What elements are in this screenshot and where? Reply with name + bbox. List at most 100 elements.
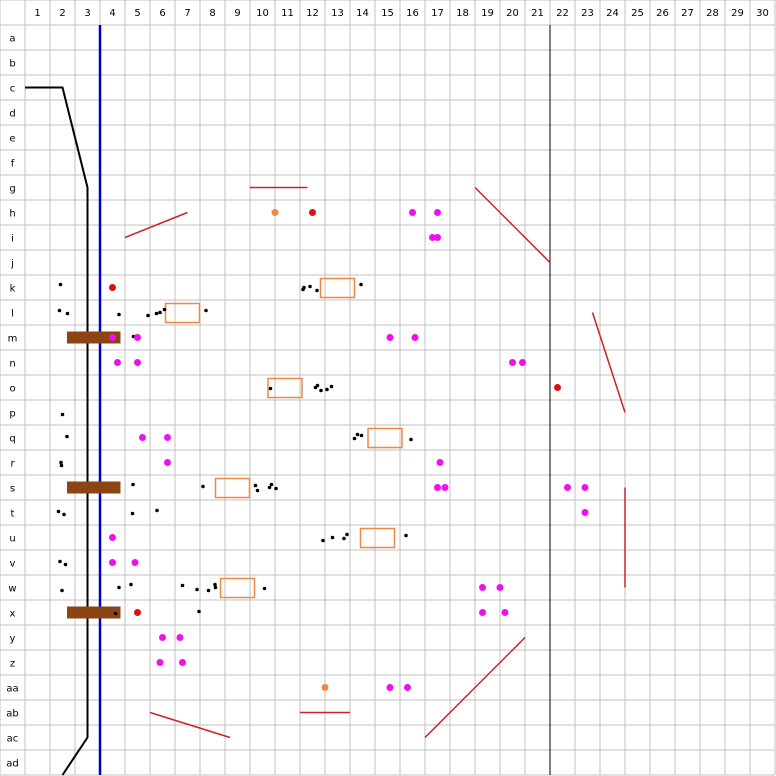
magenta-dot — [114, 359, 121, 366]
row-label: e — [9, 134, 15, 145]
black-dot — [308, 284, 312, 289]
column-label: 2 — [59, 8, 65, 19]
column-label: 24 — [606, 8, 619, 19]
magenta-dot — [479, 584, 486, 591]
red-line — [124, 211, 188, 239]
black-dot — [267, 485, 272, 490]
magenta-dot — [176, 634, 184, 641]
column-label: 1 — [34, 8, 40, 19]
black-dot — [201, 484, 205, 489]
black-dot — [154, 311, 159, 316]
magenta-dot — [564, 484, 571, 491]
black-dot — [302, 285, 306, 290]
column-label: 4 — [109, 8, 115, 19]
black-path — [25, 86, 89, 776]
column-label: 26 — [656, 8, 669, 19]
black-dot — [59, 463, 64, 468]
magenta-dot — [436, 459, 444, 466]
magenta-dot — [479, 609, 486, 616]
black-dot — [352, 436, 357, 441]
row-label: f — [11, 159, 15, 170]
black-dot — [330, 535, 335, 540]
red-line — [149, 711, 231, 739]
brown-bar — [67, 606, 121, 619]
magenta-dot — [386, 684, 394, 691]
orange-dot — [271, 209, 279, 216]
column-label: 28 — [706, 8, 719, 19]
orange-rect — [164, 302, 201, 324]
column-label: 29 — [731, 8, 744, 19]
column-label: 10 — [256, 8, 269, 19]
magenta-dot — [581, 484, 589, 491]
black-dot — [57, 308, 62, 313]
black-dot — [131, 482, 135, 487]
column-label: 19 — [481, 8, 494, 19]
column-label: 17 — [431, 8, 444, 19]
magenta-dot — [409, 209, 416, 216]
black-dot — [130, 511, 135, 516]
magenta-dot — [164, 459, 171, 466]
black-dot — [355, 432, 360, 437]
column-label: 15 — [381, 8, 394, 19]
magenta-dot — [134, 334, 141, 341]
magenta-dot — [501, 609, 509, 616]
black-dot — [313, 385, 318, 390]
black-dot — [359, 282, 363, 287]
black-dot — [60, 588, 64, 593]
black-dot — [117, 312, 121, 317]
black-dot — [155, 508, 159, 513]
column-label: 22 — [556, 8, 569, 19]
magenta-dot — [441, 484, 449, 491]
column-label: 5 — [134, 8, 140, 19]
row-label: q — [9, 434, 15, 445]
column-label: 23 — [581, 8, 594, 19]
magenta-dot — [429, 234, 436, 241]
black-dot — [359, 433, 364, 438]
magenta-dot — [434, 484, 441, 491]
row-label: j — [10, 259, 14, 270]
row-label: ab — [6, 709, 18, 720]
magenta-dot — [581, 509, 589, 516]
black-dot — [129, 582, 133, 587]
column-label: 25 — [631, 8, 644, 19]
black-dot — [195, 587, 199, 592]
magenta-dot — [164, 434, 171, 441]
orange-rect — [219, 577, 256, 599]
column-label: 18 — [456, 8, 469, 19]
orange-rect — [367, 427, 403, 449]
column-label: 14 — [356, 8, 369, 19]
row-label: g — [9, 184, 15, 195]
black-dot — [113, 611, 118, 616]
black-dot — [158, 310, 162, 315]
black-dot — [315, 288, 319, 293]
column-label: 3 — [84, 8, 90, 19]
red-line — [424, 636, 526, 739]
red-line — [591, 312, 626, 413]
column-label: 20 — [506, 8, 519, 19]
black-dot — [146, 313, 150, 318]
column-label: 8 — [209, 8, 215, 19]
black-dot — [404, 533, 408, 538]
magenta-dot — [519, 359, 526, 366]
row-label: l — [11, 309, 14, 320]
row-label: o — [9, 384, 15, 395]
magenta-dot — [411, 334, 419, 341]
red-dot — [134, 609, 141, 616]
black-dot — [262, 586, 267, 591]
magenta-dot — [496, 584, 504, 591]
black-dot — [206, 588, 211, 593]
magenta-dot — [159, 634, 166, 641]
column-label: 7 — [184, 8, 190, 19]
black-dot — [117, 585, 121, 590]
row-label: d — [9, 109, 15, 120]
row-label: k — [10, 284, 16, 295]
row-label: s — [10, 484, 15, 495]
row-label: r — [10, 459, 15, 470]
magenta-dot — [134, 359, 141, 366]
black-dot — [274, 486, 278, 491]
orange-rect — [214, 477, 251, 499]
column-label: 16 — [406, 8, 419, 19]
